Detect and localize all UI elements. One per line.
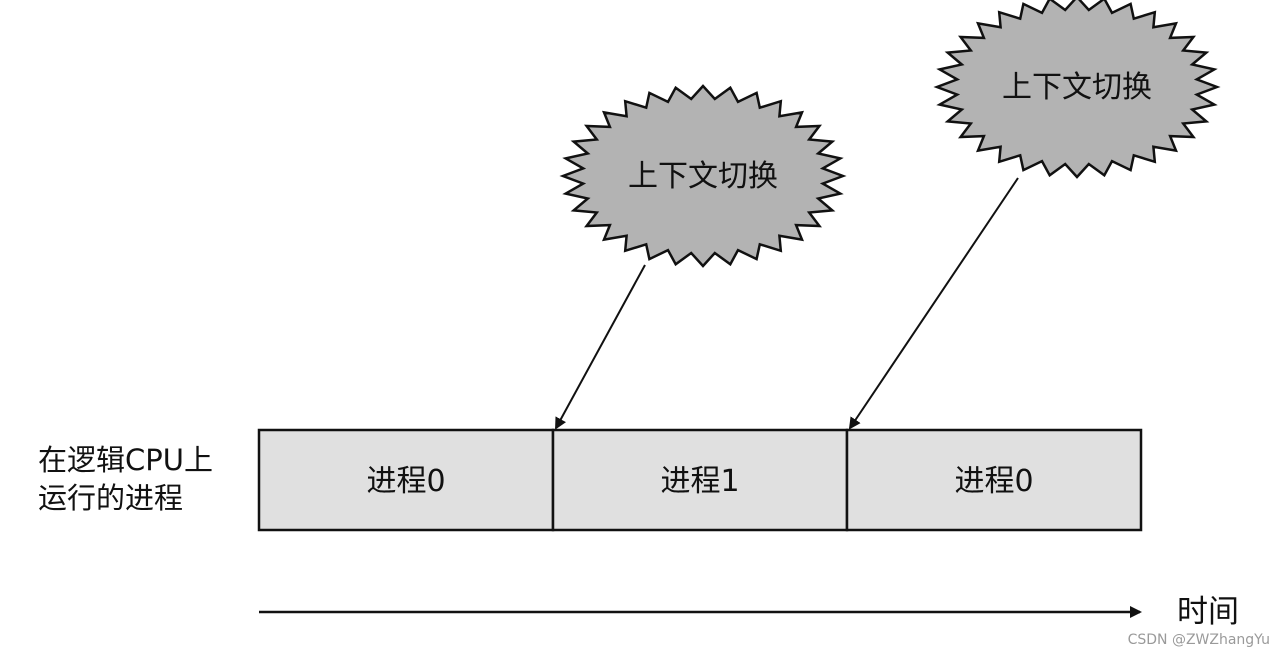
context-switch-label: 上下文切换 — [628, 159, 778, 194]
context-switch-label: 上下文切换 — [1002, 70, 1152, 105]
context-switch-burst-2: 上下文切换 — [933, 0, 1221, 179]
burst-shape — [933, 0, 1221, 179]
row-label-line-1: 在逻辑CPU上 — [38, 443, 213, 477]
process-segment — [257, 428, 555, 532]
process-label: 进程0 — [954, 464, 1033, 499]
process-label: 进程0 — [366, 464, 445, 499]
time-axis-label: 时间 — [1177, 594, 1239, 630]
row-label-line-2: 运行的进程 — [38, 481, 183, 515]
process-segment — [845, 428, 1143, 532]
process-timeline: 进程0 进程1 进程0 — [257, 428, 1143, 532]
time-axis: 时间 — [259, 594, 1239, 630]
process-segment — [551, 428, 849, 532]
watermark: CSDN @ZWZhangYu — [1127, 632, 1270, 648]
context-switch-arrow-2 — [848, 177, 1019, 430]
row-label: 在逻辑CPU上 运行的进程 — [38, 443, 213, 515]
burst-shape — [559, 84, 847, 268]
process-label: 进程1 — [660, 464, 739, 499]
context-switch-burst-1: 上下文切换 — [559, 84, 847, 268]
context-switch-arrow-1 — [555, 264, 646, 430]
